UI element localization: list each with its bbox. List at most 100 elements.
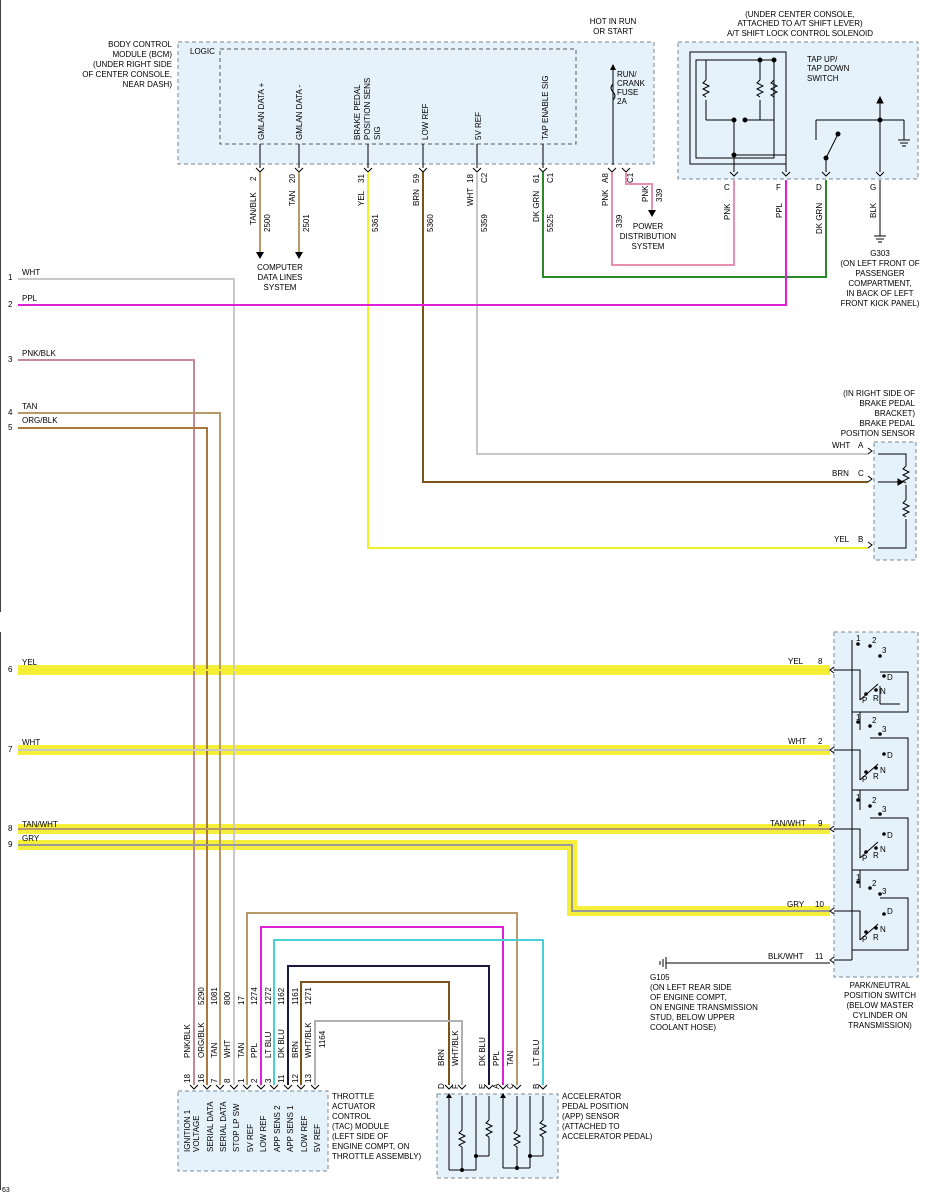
tac-wire-dkblu: DK BLU (277, 1029, 286, 1058)
tac-pin-7: 7 (210, 1078, 219, 1083)
line-name-5: ORG/BLK (22, 416, 58, 425)
line-num-9: 9 (8, 840, 13, 849)
fuse-label-1: RUN/ (617, 70, 637, 79)
bcm-title-2: MODULE (BCM) (112, 50, 172, 59)
switch-label-3: SWITCH (807, 74, 839, 83)
pnp-pos-1c: 1 (856, 793, 861, 802)
pnp-pos-rd: R (873, 933, 879, 942)
tac-title-7: THROTTLE ASSEMBLY) (332, 1152, 422, 1161)
bcm-pin-31: 31 (357, 174, 366, 183)
g105-1: G105 (650, 973, 670, 982)
line-name-4: TAN (22, 402, 38, 411)
tac-circuit-5290: 5290 (197, 987, 206, 1005)
bcm-wire-brn: BRN (412, 189, 421, 206)
bcm-title-3: (UNDER RIGHT SIDE (93, 60, 172, 69)
solenoid-pin-c: C (724, 183, 730, 192)
app-pin-b: B (532, 1084, 541, 1089)
brake-pedal-sensor: (IN RIGHT SIDE OF BRAKE PEDAL BRACKET) B… (832, 389, 917, 561)
g105-3: OF ENGINE COMPT, (650, 993, 726, 1002)
tac-wire-wht: WHT (223, 1040, 232, 1058)
pnp-wire-blkwht: BLK/WHT (768, 952, 804, 961)
bcm-circuit-5359: 5359 (480, 214, 489, 232)
bcm-pin-61: 61 (532, 174, 541, 183)
bcm-wire-tanblk: TAN/BLK (249, 192, 258, 225)
app-wire-ltblu: LT BLU (532, 1039, 541, 1066)
pnp-pos-nb: N (880, 766, 886, 775)
park-neutral-switch: 1 2 3 D N P R 1 2 3 D N P R 1 2 3 D N P … (768, 631, 919, 1030)
line-num-5: 5 (8, 423, 13, 432)
pnp-pos-p: P (862, 696, 867, 705)
pnp-pos-dc: D (887, 831, 893, 840)
bcm-pin-lines (259, 144, 544, 168)
tac-title-4: (TAC) MODULE (332, 1122, 389, 1131)
line-num-4: 4 (8, 408, 13, 417)
solenoid-title-3: A/T SHIFT LOCK CONTROL SOLENOID (727, 29, 873, 38)
tac-label-voltage: VOLTAGE (192, 1115, 201, 1152)
brake-title-4: BRAKE PEDAL (859, 419, 915, 428)
bcm-label-tap-enable: TAP ENABLE SIG (541, 75, 550, 140)
bcm-title-4: OF CENTER CONSOLE, (82, 70, 172, 79)
solenoid-title-1: (UNDER CENTER CONSOLE, (745, 10, 855, 19)
brake-title-2: BRAKE PEDAL (859, 399, 915, 408)
shift-lock-solenoid: (UNDER CENTER CONSOLE, ATTACHED TO A/T S… (677, 10, 919, 234)
line-name-3: PNK/BLK (22, 349, 56, 358)
pnp-title-5: TRANSMISSION) (848, 1021, 912, 1030)
bcm-title-1: BODY CONTROL (108, 40, 172, 49)
pnp-pos-db: D (887, 751, 893, 760)
bcm-module: BODY CONTROL MODULE (BCM) (UNDER RIGHT S… (82, 17, 655, 165)
pnp-pos-2b: 2 (872, 716, 877, 725)
g303-5: IN BACK OF LEFT (846, 289, 913, 298)
bcm-pin-text: 2 20 31 59 18 61 A8 C2 C1 C1 TAN/BLK TAN… (249, 172, 664, 232)
tac-label-low-ref-1: LOW REF (259, 1115, 268, 1152)
app-title-4: (ATTACHED TO (562, 1122, 620, 1131)
tac-wire-ltblu: LT BLU (264, 1031, 273, 1058)
bcm-label-gmlan-plus: GMLAN DATA + (257, 82, 266, 140)
tac-pin-8: 8 (223, 1078, 232, 1083)
line-num-7: 7 (8, 745, 13, 754)
tac-circuit-800: 800 (223, 991, 232, 1005)
pnp-position-labels: 1 2 3 D N P R 1 2 3 D N P R 1 2 3 D N P … (856, 634, 893, 944)
tac-pin-1: 1 (237, 1078, 246, 1083)
pnp-wire-tanwht: TAN/WHT (770, 819, 806, 828)
computer-data-2: DATA LINES (257, 273, 302, 282)
app-pin-e: E (478, 1084, 487, 1089)
tac-wire-whtblk: WHT/BLK (304, 1022, 313, 1058)
fuse-icon (610, 83, 616, 101)
line-name-6: YEL (22, 658, 38, 667)
down-arrow-icon (648, 210, 656, 217)
g105-6: COOLANT HOSE) (650, 1023, 716, 1032)
pnp-pos-nd: N (880, 925, 886, 934)
tac-pin-3: 3 (264, 1078, 273, 1083)
solenoid-pin-f: F (776, 183, 781, 192)
tac-label-app-sens2: APP SENS 2 (273, 1105, 282, 1152)
tac-circuit-17: 17 (237, 996, 246, 1005)
bcm-pin-18: 18 (466, 174, 475, 183)
bcm-label-brake-2: POSITION SENS (363, 78, 372, 140)
ground-g303: G303 (ON LEFT FRONT OF PASSENGER COMPART… (840, 180, 920, 308)
tac-circuit-1081: 1081 (210, 987, 219, 1005)
hot-label-1: HOT IN RUN (590, 17, 637, 26)
tac-wire-tan: TAN (210, 1042, 219, 1058)
pnp-wire-gry: GRY (787, 900, 805, 909)
bcm-title-5: NEAR DASH) (123, 80, 173, 89)
tac-wire-pnkblk: PNK/BLK (183, 1024, 192, 1058)
bcm-circuit-2500: 2500 (263, 214, 272, 232)
line-num-8: 8 (8, 824, 13, 833)
tac-pin-13: 13 (304, 1074, 313, 1083)
g303-4: COMPARTMENT, (848, 279, 911, 288)
app-wire-dkblu: DK BLU (478, 1037, 487, 1066)
tac-pin-2: 2 (250, 1078, 259, 1083)
pnp-pos-rb: R (873, 772, 879, 781)
ground-g105: G105 (ON LEFT REAR SIDE OF ENGINE COMPT,… (650, 957, 830, 1032)
fuse-label-4: 2A (617, 97, 627, 106)
bcm-wire-wht: WHT (466, 188, 475, 206)
tac-title-1: THROTTLE (332, 1092, 374, 1101)
pnp-pos-pb: P (862, 775, 867, 784)
app-pin-c: C (506, 1083, 515, 1089)
line-name-7: WHT (22, 738, 40, 747)
brake-title-1: (IN RIGHT SIDE OF (843, 389, 915, 398)
bcm-pin-chevrons (255, 167, 631, 173)
g105-4: ON ENGINE TRANSMISSION (650, 1003, 758, 1012)
tac-wire-brn: BRN (291, 1041, 300, 1058)
line-name-9: GRY (22, 834, 40, 843)
